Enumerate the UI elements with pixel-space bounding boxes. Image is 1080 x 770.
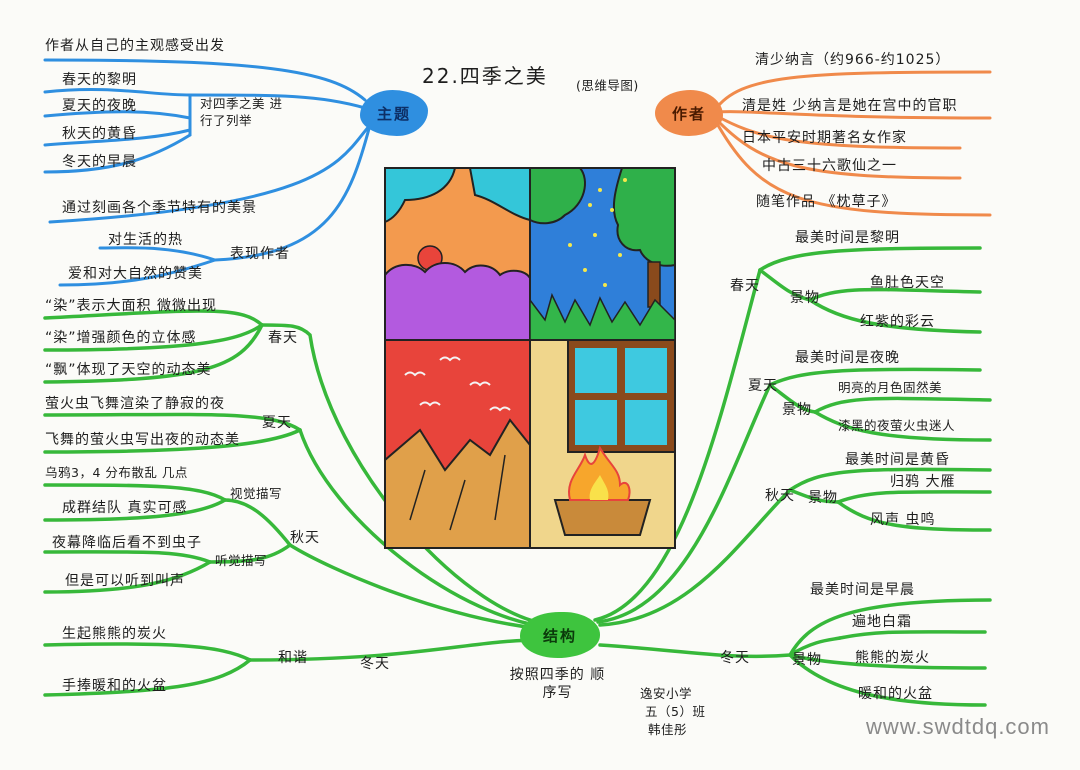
theme-list-item: 冬天的早晨 [62, 154, 137, 170]
signature-class: 五（5）班 [645, 704, 706, 719]
left-autumn-hearing-item: 夜幕降临后看不到虫子 [52, 535, 202, 551]
left-winter-harmony: 和谐 [278, 650, 308, 666]
theme-list-label: 对四季之美 进行了列举 [200, 96, 283, 128]
right-winter-scene: 熊熊的炭火 [855, 650, 930, 666]
left-winter-label: 冬天 [360, 656, 390, 672]
right-winter-scene: 遍地白霜 [852, 614, 912, 630]
page-title: 22.四季之美 [422, 64, 548, 88]
right-winter-best: 最美时间是早晨 [810, 582, 915, 598]
theme-node: 主题 [360, 90, 428, 136]
right-winter-scene-label: 景物 [792, 652, 822, 668]
right-spring-label: 春天 [730, 278, 760, 294]
left-spring-item: “染”增强颜色的立体感 [45, 330, 197, 346]
left-summer-label: 夏天 [262, 415, 292, 431]
theme-branches [43, 58, 372, 287]
signature-school: 逸安小学 [640, 686, 693, 701]
theme-list-item: 夏天的夜晚 [62, 98, 137, 114]
right-winter-scene: 暖和的火盆 [858, 686, 933, 702]
right-summer-label: 夏天 [748, 378, 778, 394]
theme-express-1: 对生活的热 [108, 232, 183, 248]
structure-note: 按照四季的 顺序写 [509, 667, 606, 701]
left-spring-label: 春天 [268, 330, 298, 346]
left-autumn-visual-item: 乌鸦3，4 分布散乱 几点 [45, 465, 188, 480]
author-item: 随笔作品 《枕草子》 [756, 194, 897, 210]
left-winter-item: 手捧暖和的火盆 [62, 678, 167, 694]
left-winter-item: 生起熊熊的炭火 [62, 626, 167, 642]
structure-branches-left [43, 309, 557, 697]
theme-express-label: 表现作者 [230, 246, 290, 262]
left-summer-item: 飞舞的萤火虫写出夜的动态美 [45, 432, 240, 448]
left-spring-item: “飘”体现了天空的动态美 [45, 362, 212, 378]
page-subtitle: (思维导图) [576, 78, 639, 93]
right-spring-best: 最美时间是黎明 [795, 230, 900, 246]
author-item: 清是姓 少纳言是她在宫中的官职 [742, 98, 958, 114]
page-subtitle-text: 思维导图 [581, 78, 634, 93]
author-item: 清少纳言（约966-约1025） [755, 52, 951, 68]
right-autumn-scene-label: 景物 [808, 490, 838, 506]
left-autumn-hearing: 听觉描写 [215, 553, 268, 568]
four-seasons-drawing [384, 167, 676, 549]
right-summer-best: 最美时间是夜晚 [795, 350, 900, 366]
theme-express-2: 爱和对大自然的赞美 [68, 266, 203, 282]
theme-scene: 通过刻画各个季节特有的美景 [62, 200, 257, 216]
signature-name: 韩佳彤 [648, 722, 688, 737]
left-summer-item: 萤火虫飞舞渲染了静寂的夜 [45, 396, 225, 412]
right-autumn-label: 秋天 [765, 488, 795, 504]
structure-node: 结构 [520, 612, 600, 658]
author-branches [713, 70, 992, 217]
left-autumn-visual: 视觉描写 [230, 486, 283, 501]
right-spring-scene: 鱼肚色天空 [870, 275, 945, 291]
theme-list-item: 秋天的黄昏 [62, 126, 137, 142]
structure-branches-right [593, 246, 992, 707]
watermark: www.swdtdq.com [866, 714, 1050, 739]
author-node: 作者 [655, 90, 723, 136]
right-summer-scene: 明亮的月色固然美 [838, 380, 943, 395]
left-autumn-visual-item: 成群结队 真实可感 [62, 500, 188, 516]
left-autumn-label: 秋天 [290, 530, 320, 546]
right-autumn-scene: 风声 虫鸣 [870, 512, 936, 528]
author-item: 中古三十六歌仙之一 [762, 158, 897, 174]
right-winter-label: 冬天 [720, 650, 750, 666]
left-autumn-hearing-item: 但是可以听到叫声 [65, 573, 185, 589]
right-autumn-best: 最美时间是黄昏 [845, 452, 950, 468]
right-summer-scene: 漆黑的夜萤火虫迷人 [838, 418, 956, 433]
right-spring-scene-label: 景物 [790, 290, 820, 306]
right-spring-scene: 红紫的彩云 [860, 314, 935, 330]
theme-top: 作者从自己的主观感受出发 [45, 38, 225, 54]
author-item: 日本平安时期著名女作家 [742, 130, 907, 146]
left-spring-item: “染”表示大面积 微微出现 [45, 298, 217, 314]
right-autumn-scene: 归鸦 大雁 [890, 474, 956, 490]
right-summer-scene-label: 景物 [782, 402, 812, 418]
theme-list-item: 春天的黎明 [62, 72, 137, 88]
